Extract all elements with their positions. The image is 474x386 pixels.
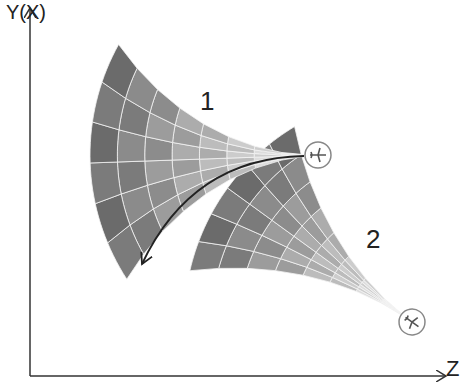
fan-cell <box>364 278 384 299</box>
fan-cell <box>227 137 254 150</box>
fan-cell <box>201 124 229 144</box>
fan-cell <box>175 108 203 135</box>
callout-number: 1 <box>200 88 214 114</box>
fan-cell <box>345 256 366 280</box>
fan-cell <box>254 146 281 153</box>
y-axis <box>29 8 31 376</box>
aircraft-icon <box>394 304 430 340</box>
callout-number: 2 <box>366 226 380 252</box>
sector-fan <box>90 44 309 279</box>
fan-cell <box>102 44 137 98</box>
fan-cell <box>190 242 227 271</box>
fan-cell <box>145 160 174 185</box>
sector-fan <box>190 127 405 317</box>
aircraft-icon <box>305 142 331 168</box>
fan-cell <box>327 233 348 260</box>
fan-cell <box>172 159 200 177</box>
fan-cell <box>362 280 384 300</box>
axis-label: Z <box>446 358 459 380</box>
axis-label: Y(X) <box>6 2 46 22</box>
fan-cell <box>117 161 147 194</box>
z-axis <box>30 375 446 377</box>
trajectory-arrow <box>142 156 304 264</box>
fan-cell <box>200 158 228 171</box>
fan-cell <box>90 162 121 204</box>
